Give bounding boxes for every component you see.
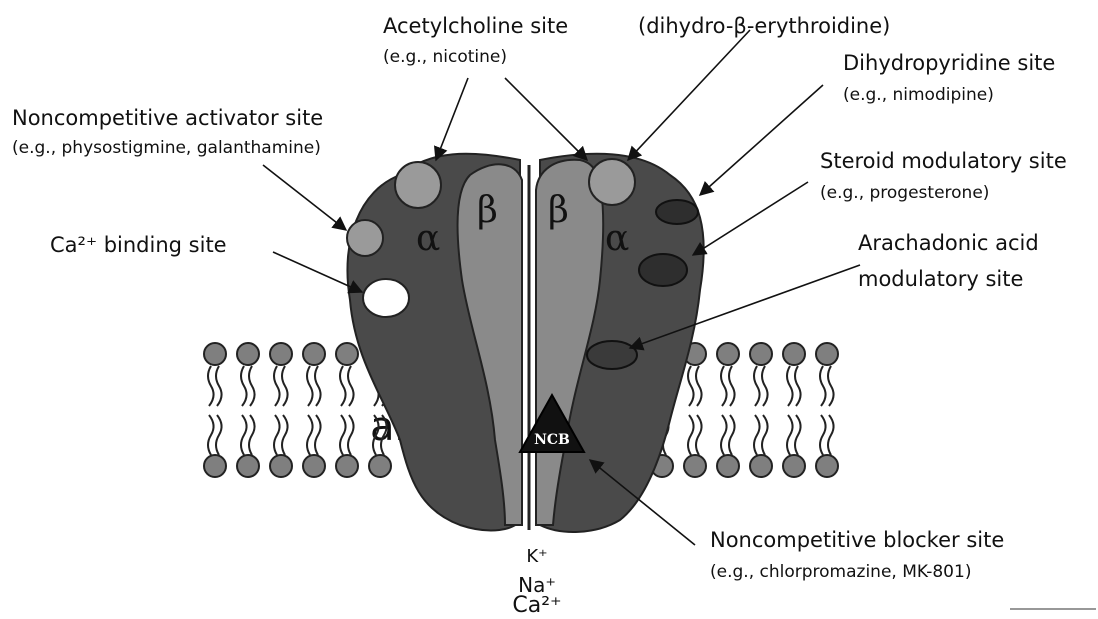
lipid-tail-bottom-11-1 [828,415,834,455]
dihydropyridine-site-title: Dihydropyridine site [843,51,1055,75]
lipid-head-top-4 [336,343,358,365]
lipid-tail-bottom-8-0 [721,415,727,455]
acetylcholine-site-right [589,159,635,205]
lipid-tail-top-7-1 [696,366,702,406]
dihydropyridine-site-marker [656,200,698,224]
lipid-tail-bottom-8-1 [729,415,735,455]
lipid-head-bottom-7 [684,455,706,477]
lipid-tail-top-11-1 [828,366,834,406]
dihydropyridine-site-example: (e.g., nimodipine) [843,85,994,105]
lipid-tail-top-7-0 [688,366,694,406]
lipid-tail-bottom-2-0 [274,415,280,455]
acetylcholine-site-left [395,162,441,208]
lipid-tail-top-8-0 [721,366,727,406]
steroid-site-title: Steroid modulatory site [820,149,1067,173]
lipid-head-bottom-11 [816,455,838,477]
beta-label-right: β [548,190,569,231]
lipid-head-top-10 [783,343,805,365]
lipid-tail-bottom-2-1 [282,415,288,455]
lipid-head-bottom-0 [204,455,226,477]
lipid-head-bottom-5 [369,455,391,477]
lipid-tail-bottom-3-0 [307,415,313,455]
arrow-dihydropyridine [700,85,823,195]
alpha-label-left: α [416,218,440,259]
noncompetitive-activator-site [347,220,383,256]
lipid-tail-bottom-4-1 [348,415,354,455]
lipid-tail-top-2-1 [282,366,288,406]
ion-potassium: K⁺ [526,546,547,567]
arrow-acetylcholine-left [436,78,468,160]
acetylcholine-site-title: Acetylcholine site [383,14,568,38]
lipid-tail-top-3-0 [307,366,313,406]
lipid-head-bottom-10 [783,455,805,477]
lipid-tail-bottom-7-1 [696,415,702,455]
ncb-label: NCB [534,432,570,448]
lipid-tail-bottom-1-0 [241,415,247,455]
lipid-tail-top-0-0 [208,366,214,406]
lipid-tail-top-3-1 [315,366,321,406]
alpha-label-right: α [605,218,629,259]
lipid-head-bottom-8 [717,455,739,477]
arrow-acetylcholine-right [505,78,587,160]
lipid-tail-top-10-1 [795,366,801,406]
lipid-tail-top-1-0 [241,366,247,406]
steroid-site-example: (e.g., progesterone) [820,183,989,203]
lipid-head-bottom-4 [336,455,358,477]
lipid-tail-top-9-1 [762,366,768,406]
lipid-tail-bottom-9-1 [762,415,768,455]
lipid-head-top-1 [237,343,259,365]
beta-label-left: β [477,190,498,231]
lipid-tail-top-8-1 [729,366,735,406]
arachidonic-site-marker [587,341,637,369]
arrow-noncompetitive-activator [263,165,346,230]
noncompetitive-blocker-title: Noncompetitive blocker site [710,528,1004,552]
arachidonic-line1: Arachadonic acid [858,231,1039,255]
steroid-site-marker [639,254,687,286]
arrow-steroid [693,182,808,255]
lipid-tail-bottom-10-0 [787,415,793,455]
lipid-tail-top-10-0 [787,366,793,406]
lipid-head-bottom-9 [750,455,772,477]
ion-calcium: Ca²⁺ [512,593,561,618]
acetylcholine-site-example: (e.g., nicotine) [383,47,507,67]
lipid-tail-bottom-0-1 [216,415,222,455]
lipid-head-top-0 [204,343,226,365]
lipid-tail-top-4-0 [340,366,346,406]
lipid-tail-bottom-11-0 [820,415,826,455]
lipid-head-bottom-3 [303,455,325,477]
calcium-binding-title: Ca²⁺ binding site [50,233,227,257]
lipid-head-top-3 [303,343,325,365]
lipid-tail-bottom-7-0 [688,415,694,455]
lipid-tail-bottom-9-0 [754,415,760,455]
lipid-tail-bottom-10-1 [795,415,801,455]
lipid-tail-top-9-0 [754,366,760,406]
lipid-tail-bottom-3-1 [315,415,321,455]
noncompetitive-blocker-example: (e.g., chlorpromazine, MK-801) [710,562,971,582]
receptor-body [347,154,703,532]
lipid-tail-bottom-4-0 [340,415,346,455]
lipid-tail-top-2-0 [274,366,280,406]
lipid-head-bottom-2 [270,455,292,477]
lipid-tail-top-0-1 [216,366,222,406]
arrow-dihydro-erythroidine [628,30,750,160]
lipid-head-bottom-1 [237,455,259,477]
lipid-head-top-2 [270,343,292,365]
arachidonic-line2: modulatory site [858,267,1023,291]
lipid-tail-top-11-0 [820,366,826,406]
calcium-binding-site [363,279,409,317]
lipid-head-top-11 [816,343,838,365]
lipid-tail-bottom-0-0 [208,415,214,455]
noncompetitive-activator-title: Noncompetitive activator site [12,106,323,130]
lipid-tail-top-4-1 [348,366,354,406]
lipid-tail-top-1-1 [249,366,255,406]
noncompetitive-activator-example: (e.g., physostigmine, galanthamine) [12,138,321,158]
lipid-tail-bottom-1-1 [249,415,255,455]
lipid-head-top-8 [717,343,739,365]
dihydro-erythroidine-label: (dihydro-β-erythroidine) [638,14,890,38]
lipid-head-top-9 [750,343,772,365]
